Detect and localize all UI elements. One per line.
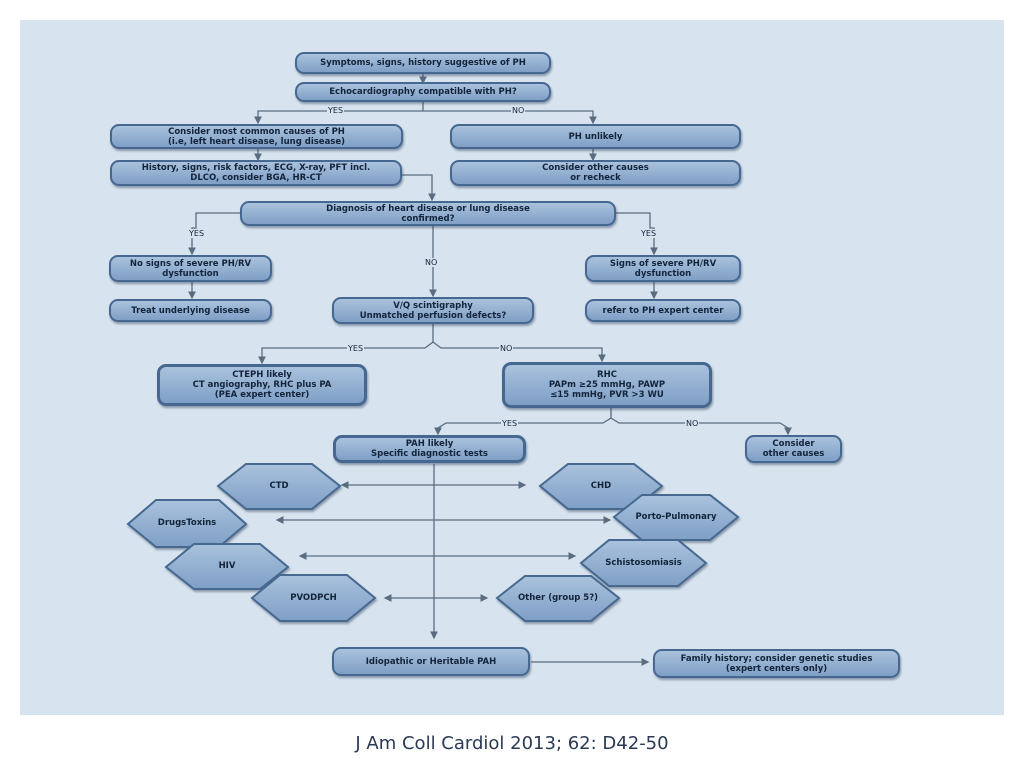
text-line: PAPm ≥25 mmHg, PAWP [548,380,666,390]
text-line: PCH [317,592,337,603]
text-line: Drugs [157,518,187,528]
text-line: (expert centers only) [725,663,828,674]
text-line: confirmed? [401,213,455,224]
label-vq-no: NO [499,344,514,353]
arrow-rhc-no [610,417,792,436]
text-line: CT angiography, RHC plus PA [192,380,332,390]
diamond-porto-pulmonary: Porto-Pulmonary [614,495,738,540]
text-line: Unmatched perfusion defects? [359,310,507,321]
text-line: PVOD [290,592,318,603]
diamond-other5-shape [495,575,621,622]
text-line: Porto- [635,512,666,522]
label-rhc-no: NO [685,419,700,428]
text-line: CTEPH likely [232,370,292,380]
box-refer-expert: refer to PH expert center [585,299,741,322]
text-line: or recheck [570,173,621,183]
box-common-causes: Consider most common causes of PH(i.e, l… [110,124,403,149]
box-diagnosis-confirmed: Diagnosis of heart disease or lung disea… [240,201,616,226]
box-idiopathic-heritable: Idiopathic or Heritable PAH [332,647,530,676]
text-line: PAH likely [405,439,454,449]
arrow-vq-yes [258,324,434,365]
citation: J Am Coll Cardiol 2013; 62: D42-50 [355,733,669,754]
label-diagnosis-no: NO [424,258,439,267]
arrow-rhc-yes [434,408,612,436]
label-rhc-yes: YES [501,419,519,428]
text-line: Treat underlying disease [131,305,250,316]
text-line: (PEA expert center) [214,390,310,400]
label-vq-yes: YES [347,344,365,353]
diamond-other-group5: Other (group 5?) [497,576,619,621]
text-line: Consider other causes [542,163,649,173]
box-treat-underlying: Treat underlying disease [109,299,272,322]
text-line: refer to PH expert center [602,305,724,316]
diamond-chd: CHD [540,464,662,509]
diamond-chd-shape [538,463,664,510]
text-line: Specific diagnostic tests [371,449,488,459]
text-line: Other (group 5?) [517,593,599,603]
diamond-hiv-shape [164,543,290,590]
box-echocardiography: Echocardiography compatible with PH? [295,82,551,102]
text-line: Consider [772,439,815,449]
diamond-schisto-shape [579,539,708,587]
box-symptoms: Symptoms, signs, history suggestive of P… [295,52,551,74]
diamond-drugs-shape [126,499,248,548]
diamond-ctd-shape [216,463,342,510]
text-line: Idiopathic or Heritable PAH [365,656,497,667]
label-diagnosis-yes-left: YES [188,229,206,238]
arrow-vq-no [432,341,606,363]
label-echo-no: NO [511,106,526,115]
text-line: PH unlikely [568,131,623,142]
diamond-pvod-shape [250,574,377,622]
arrow-history-diagnosis [402,174,436,202]
text-line: CHD [590,481,612,491]
box-family-history: Family history; consider genetic studies… [653,649,900,678]
text-line: Symptoms, signs, history suggestive of P… [320,58,526,68]
text-line: DLCO, consider BGA, HR-CT [190,173,322,183]
text-line: ≤15 mmHg, PVR >3 WU [550,390,664,400]
text-line: other causes [762,449,825,459]
diamond-schistosomiasis: Schistosomiasis [581,540,706,586]
text-line: RHC [597,370,617,380]
text-line: V/Q scintigraphy [393,300,473,311]
label-diagnosis-yes-right: YES [640,229,658,238]
text-line: Family history; consider genetic studies [680,653,873,664]
arrow-echo-no [423,110,597,125]
label-echo-yes: YES [327,106,345,115]
text-line: No signs of severe PH/RV [129,258,252,269]
text-line: dysfunction [162,268,219,279]
text-line: Pulmonary [665,512,717,522]
diamond-ctd: CTD [218,464,340,509]
text-line: HIV [218,561,236,571]
diagram-panel: Symptoms, signs, history suggestive of P… [20,20,1004,715]
box-history: History, signs, risk factors, ECG, X-ray… [110,160,402,186]
text-line: CTD [269,481,289,491]
text-line: Consider most common causes of PH [168,126,345,137]
connectors [126,74,792,666]
text-line: Diagnosis of heart disease or lung disea… [326,203,530,214]
text-line: Schistosomiasis [605,557,682,568]
text-line: Signs of severe PH/RV [609,258,717,269]
diamond-hiv: HIV [166,544,288,589]
text-line: dysfunction [634,268,692,279]
text-line: (i.e, left heart disease, lung disease) [167,136,346,147]
text-line: History, signs, risk factors, ECG, X-ray… [141,163,371,173]
text-line: Toxins [186,518,217,528]
box-ph-unlikely: PH unlikely [450,124,741,149]
text-line: Echocardiography compatible with PH? [329,87,517,97]
